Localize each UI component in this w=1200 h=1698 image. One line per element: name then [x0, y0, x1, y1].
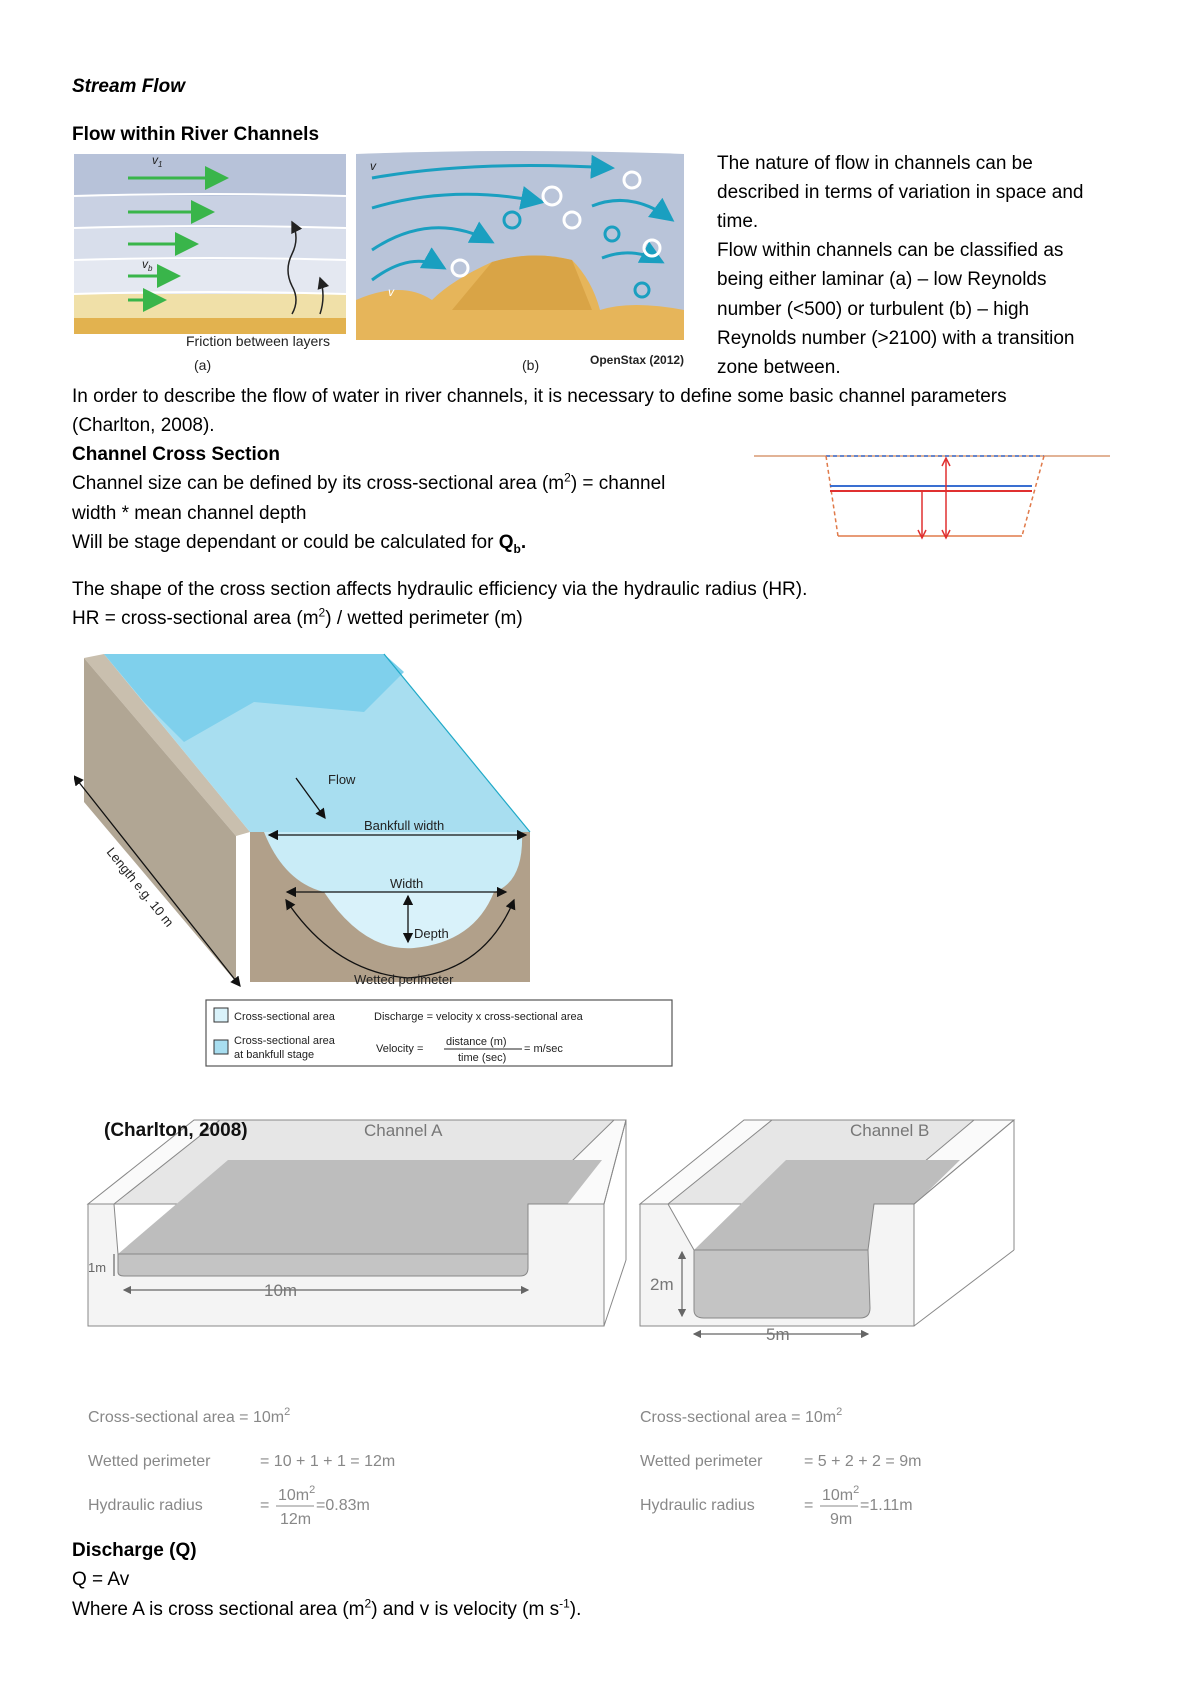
- charlton-citation: (Charlton, 2008): [104, 1120, 248, 1141]
- svg-text:Wetted perimeter: Wetted perimeter: [88, 1453, 211, 1470]
- heading-discharge: Discharge (Q): [72, 1540, 197, 1561]
- heading-channel-cross-section: Channel Cross Section: [72, 444, 280, 465]
- svg-text:Channel A: Channel A: [364, 1121, 443, 1140]
- svg-text:Cross-sectional area: Cross-sectional area: [234, 1035, 336, 1047]
- svg-text:Wetted perimeter: Wetted perimeter: [354, 972, 454, 987]
- flow-types-figure: v1 vb Friction between layers (a) v v (b…: [73, 151, 684, 373]
- svg-text:Wetted perimeter: Wetted perimeter: [640, 1453, 763, 1470]
- channel-diagram: Flow Bankfull width Width Depth Wetted p…: [74, 653, 673, 1067]
- discharge-formula: Q = Av: [72, 1569, 130, 1590]
- svg-text:=: =: [260, 1497, 269, 1514]
- paragraph-describe-line2: (Charlton, 2008).: [72, 415, 215, 436]
- cross-section-sketch: [754, 455, 1110, 540]
- svg-text:12m: 12m: [280, 1511, 311, 1528]
- side-line: being either laminar (a) – low Reynolds: [717, 269, 1047, 290]
- heading-flow-within-channels: Flow within River Channels: [72, 124, 320, 145]
- side-line: Flow within channels can be classified a…: [717, 240, 1064, 261]
- svg-text:9m: 9m: [830, 1511, 852, 1528]
- svg-text:v: v: [388, 285, 395, 299]
- svg-text:= 10 + 1 + 1 = 12m: = 10 + 1 + 1 = 12m: [260, 1453, 395, 1470]
- side-line: described in terms of variation in space…: [717, 182, 1084, 203]
- side-line: The nature of flow in channels can be: [717, 153, 1033, 174]
- svg-text:at bankfull stage: at bankfull stage: [234, 1049, 314, 1061]
- discharge-where: Where A is cross sectional area (m2) and…: [72, 1596, 582, 1620]
- svg-text:Cross-sectional area = 10m2: Cross-sectional area = 10m2: [640, 1406, 842, 1426]
- svg-text:Cross-sectional area: Cross-sectional area: [234, 1011, 336, 1023]
- friction-label: Friction between layers: [186, 333, 330, 349]
- openstax-credit: OpenStax (2012): [590, 353, 684, 367]
- svg-text:Hydraulic radius: Hydraulic radius: [88, 1497, 203, 1514]
- svg-text:1m: 1m: [88, 1260, 106, 1275]
- svg-text:=: =: [804, 1497, 813, 1514]
- svg-text:10m: 10m: [264, 1281, 297, 1300]
- svg-text:10m2: 10m2: [822, 1484, 859, 1504]
- svg-text:=1.11m: =1.11m: [860, 1497, 913, 1514]
- channel-b: Channel B 2m 5m Cross-sectional area = 1…: [638, 1119, 1016, 1528]
- svg-text:distance (m): distance (m): [446, 1036, 507, 1048]
- hr-line1: The shape of the cross section affects h…: [72, 579, 808, 600]
- svg-text:Channel B: Channel B: [850, 1121, 929, 1140]
- svg-text:10m2: 10m2: [278, 1484, 315, 1504]
- side-line: zone between.: [717, 357, 841, 378]
- cross-line3: Will be stage dependant or could be calc…: [72, 532, 527, 556]
- svg-text:Depth: Depth: [414, 926, 449, 941]
- svg-text:Flow: Flow: [328, 772, 356, 787]
- side-line: Reynolds number (>2100) with a transitio…: [717, 328, 1075, 349]
- cross-line2: width * mean channel depth: [72, 503, 307, 524]
- hr-line2: HR = cross-sectional area (m2) / wetted …: [72, 605, 523, 629]
- side-line: time.: [717, 211, 759, 232]
- svg-text:v1: v1: [152, 153, 162, 169]
- svg-text:Hydraulic radius: Hydraulic radius: [640, 1497, 755, 1514]
- svg-text:5m: 5m: [766, 1325, 790, 1344]
- channel-legend: Cross-sectional area Cross-sectional are…: [205, 999, 673, 1067]
- svg-text:v: v: [370, 159, 377, 173]
- channel-comparison-figure: (Charlton, 2008) Channel A 1m 10m Cross-…: [86, 1119, 1016, 1528]
- paragraph-describe-line1: In order to describe the flow of water i…: [72, 386, 1007, 407]
- svg-text:2m: 2m: [650, 1275, 674, 1294]
- label-b: (b): [522, 357, 539, 373]
- laminar-panel: v1 vb Friction between layers (a): [73, 153, 347, 373]
- svg-text:vb: vb: [142, 257, 153, 273]
- svg-text:=0.83m: =0.83m: [316, 1497, 370, 1514]
- cross-line1: Channel size can be defined by its cross…: [72, 470, 666, 494]
- label-a: (a): [194, 357, 211, 373]
- svg-text:Cross-sectional area = 10m2: Cross-sectional area = 10m2: [88, 1406, 290, 1426]
- side-line: number (<500) or turbulent (b) – high: [717, 299, 1030, 320]
- svg-text:= 5 + 2 + 2 = 9m: = 5 + 2 + 2 = 9m: [804, 1453, 921, 1470]
- svg-text:Bankfull width: Bankfull width: [364, 818, 444, 833]
- svg-text:Velocity =: Velocity =: [376, 1043, 423, 1055]
- doc-title: Stream Flow: [72, 76, 185, 97]
- svg-text:= m/sec: = m/sec: [524, 1043, 563, 1055]
- svg-text:time (sec): time (sec): [458, 1052, 506, 1064]
- channel-a: (Charlton, 2008) Channel A 1m 10m Cross-…: [86, 1119, 627, 1528]
- turbulent-panel: v v (b) OpenStax (2012): [356, 151, 684, 373]
- svg-text:Width: Width: [390, 876, 423, 891]
- svg-text:Discharge = velocity x cross-s: Discharge = velocity x cross-sectional a…: [374, 1011, 584, 1023]
